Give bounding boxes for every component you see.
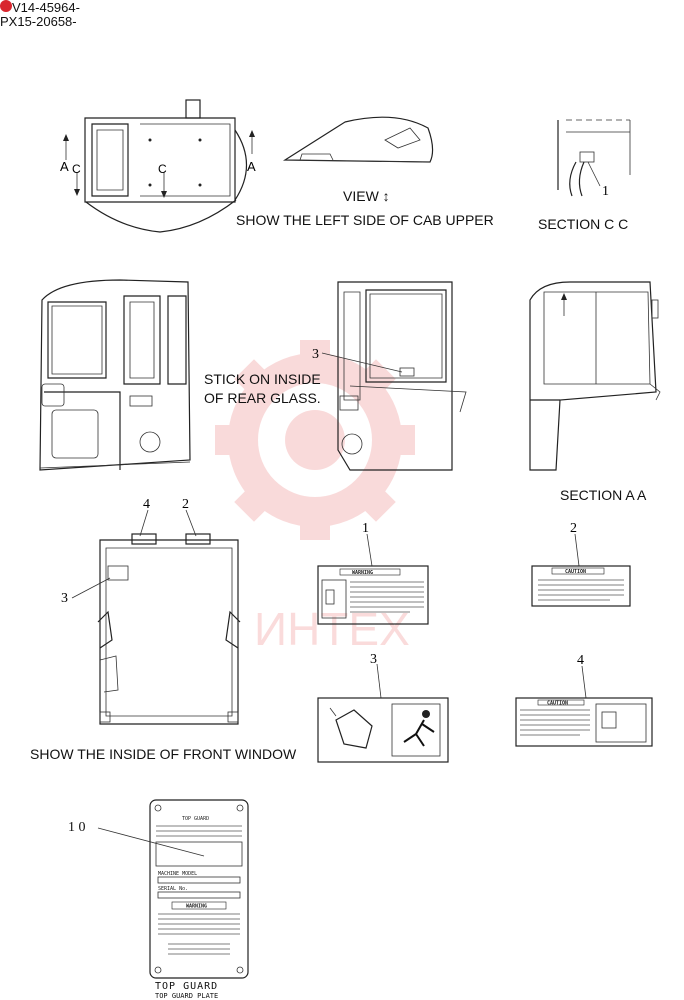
callout-2-front: 2 [182, 497, 189, 512]
svg-text:CAUTION: CAUTION [565, 569, 586, 575]
decal-2-caution: CAUTION [531, 533, 631, 607]
cab-rear-view [337, 281, 467, 471]
section-aa-view [529, 281, 661, 471]
caption-view: VIEW ↕ [343, 188, 390, 204]
marker-c-left: C [72, 162, 81, 176]
cab-left-side-view [39, 279, 191, 471]
part-code-line2: PX15-20658- [0, 14, 77, 29]
callout-3-rear-glass: 3 [312, 347, 319, 362]
decal-4-caution: CAUTION [515, 665, 653, 747]
front-window-inside [97, 533, 241, 725]
svg-text:WARNING: WARNING [352, 570, 373, 576]
marker-a-left: A [60, 159, 69, 174]
section-cc-detail [557, 119, 631, 197]
leader-4-front [139, 509, 149, 537]
svg-text:WARNING: WARNING [186, 904, 207, 910]
callout-3-front: 3 [61, 591, 68, 606]
caption-front-window: SHOW THE INSIDE OF FRONT WINDOW [30, 746, 297, 762]
watermark-text: ИНТЕХ [254, 603, 410, 655]
leader-2-front [185, 509, 197, 537]
svg-text:CAUTION: CAUTION [547, 701, 568, 707]
caption-top-guard-title: TOP GUARD [155, 981, 219, 992]
caption-section-cc: SECTION C C [538, 216, 629, 232]
callout-1-section-cc: 1 [602, 184, 609, 199]
marker-a-right: A [247, 159, 256, 174]
callout-3-decal: 3 [370, 652, 377, 667]
marker-c-mid: C [158, 162, 167, 176]
caption-top-guard-sub: TOP GUARD PLATE [155, 992, 219, 1000]
svg-text:TOP GUARD: TOP GUARD [182, 816, 209, 822]
part-code-line1: V14-45964- [12, 0, 80, 15]
cab-top-view [63, 99, 255, 233]
callout-4-decal: 4 [577, 653, 584, 668]
caption-left-side-cab-upper: SHOW THE LEFT SIDE OF CAB UPPER [236, 212, 494, 228]
top-guard-plate: TOP GUARD MACHINE MODEL SERIAL No. WARNI… [149, 799, 249, 979]
callout-10-top-guard: 1 0 [68, 820, 86, 835]
header-logo [0, 0, 12, 12]
callout-4-front: 4 [143, 497, 150, 512]
decal-3-exit-pictogram [317, 663, 449, 763]
svg-text:SERIAL No.: SERIAL No. [158, 886, 188, 892]
leader-3-front [71, 577, 111, 599]
cab-roof-side-view [282, 116, 434, 163]
svg-text:MACHINE MODEL: MACHINE MODEL [158, 871, 197, 877]
leader-10-top-guard [97, 827, 205, 857]
decal-1-warning: WARNING [317, 533, 429, 625]
caption-stick-rear-glass: STICK ON INSIDE OF REAR GLASS. [204, 371, 321, 406]
caption-section-aa: SECTION A A [560, 487, 647, 503]
callout-1-decal: 1 [362, 521, 369, 536]
leader-3-rear-glass [321, 352, 403, 373]
callout-2-decal: 2 [570, 521, 577, 536]
watermark-gear-icon [215, 340, 415, 540]
